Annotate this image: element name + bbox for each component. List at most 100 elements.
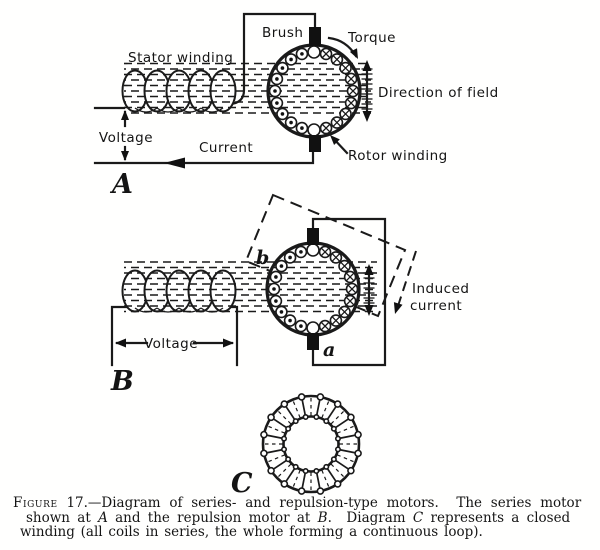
ring-inner-dot: [302, 467, 309, 474]
induced-current-label-line2: current: [410, 298, 462, 314]
ring-outer-dot: [260, 449, 268, 458]
caption-ref-c: C: [412, 509, 424, 526]
terminal-a-label: a: [323, 339, 335, 361]
caption-line-2: shown at A and the repulsion motor at B.…: [26, 509, 571, 526]
current-out-dot: [299, 250, 303, 254]
ring-inner-dot: [330, 456, 337, 463]
shifted-brush-axis-dashed-frame: [244, 193, 407, 318]
stator-coil-a: [121, 69, 237, 113]
ring-dashed-spoke: [267, 454, 285, 463]
ring-outer-dot: [267, 413, 275, 422]
supply-left-lead: [110, 305, 128, 367]
current-out-dot: [288, 318, 292, 323]
coil-link: [178, 107, 202, 113]
current-in-cross: [340, 307, 349, 316]
current-out-dot: [275, 101, 279, 105]
arrowhead: [362, 60, 372, 71]
diagram-letter-a: A: [109, 169, 133, 200]
ring-inner-dot: [334, 446, 341, 453]
ring-dashed-spoke: [321, 400, 330, 418]
ring-dashed-spoke: [292, 470, 301, 488]
ring-dashed-spoke: [267, 425, 285, 434]
voltage-label-a: Voltage: [99, 130, 153, 146]
current-out-dot: [273, 89, 277, 93]
arrows-a: [121, 36, 358, 169]
ring-outer-dot: [354, 449, 362, 458]
ring-inner-dot: [292, 463, 299, 470]
caption-ref-a: A: [98, 509, 108, 526]
ring-dashed-spoke: [277, 410, 292, 425]
current-in-cross: [340, 262, 349, 271]
ring-inner-dot: [292, 418, 299, 425]
coil-link: [134, 107, 158, 113]
current-out-dot: [289, 57, 293, 62]
ring-outer-dot: [267, 466, 275, 475]
current-out-dot: [279, 310, 284, 314]
brush-contact-circle: [306, 321, 320, 335]
current-out-dot: [280, 112, 285, 116]
current-in-cross: [347, 98, 356, 108]
current-in-cross: [332, 118, 341, 127]
current-in-cross: [347, 74, 356, 84]
diagram-letter-b: B: [110, 366, 134, 397]
ring-outer-dot: [280, 480, 289, 488]
ring-inner-dot: [281, 435, 288, 442]
rotor-winding-circles-b: [267, 243, 359, 335]
ring-outer-dot: [316, 393, 325, 401]
diagram-letter-c: C: [231, 468, 253, 497]
ring-dashed-spoke: [330, 463, 345, 478]
ring-outer-dot: [333, 400, 342, 408]
current-out-dot: [280, 66, 285, 70]
current-out-dot: [288, 255, 292, 260]
ring-inner-dot: [323, 463, 330, 470]
diagram-b: b a Voltage Induced current B: [110, 193, 469, 397]
top-brush: [309, 27, 321, 46]
arrowhead: [115, 338, 126, 348]
ring-inner-dot: [313, 467, 320, 474]
arrowhead: [364, 305, 374, 316]
ring-inner-dot: [323, 418, 330, 425]
current-out-dot: [279, 264, 284, 268]
current-out-dot: [299, 324, 303, 328]
current-out-dot: [272, 287, 276, 291]
brush-short-circuit-loop: [311, 217, 387, 367]
arrowhead: [393, 302, 403, 314]
ring-inner-dot: [281, 446, 288, 453]
ring-inner-dot: [302, 414, 309, 421]
current-in-cross: [320, 247, 330, 256]
figure-caption: Figure 17.—Diagram of series- and repuls…: [13, 496, 595, 540]
coil-link: [200, 107, 224, 113]
caption-line-1: Figure 17.—Diagram of series- and repuls…: [13, 495, 582, 511]
current-in-cross: [346, 296, 355, 306]
brushes-a: [309, 27, 321, 152]
current-label: Current: [199, 140, 253, 156]
ring-inner-dot: [334, 435, 341, 442]
closed-ring-winding: [260, 393, 362, 495]
bottom-brush: [309, 135, 321, 152]
brush-contact-circle: [307, 123, 321, 137]
ring-outer-dot: [280, 400, 289, 408]
arrowhead: [364, 264, 374, 275]
stator-winding-label: Stator winding: [128, 50, 233, 66]
ring-dashed-spoke: [337, 425, 355, 434]
current-in-cross: [331, 253, 340, 262]
current-out-dot: [300, 52, 304, 56]
arrowhead: [349, 48, 358, 59]
induced-current-arrow: [397, 250, 417, 307]
ring-dashed-spoke: [330, 410, 345, 425]
arrowhead: [121, 110, 129, 120]
current-out-dot: [274, 299, 278, 303]
current-in-cross: [321, 124, 331, 133]
ring-inner: [282, 415, 340, 473]
brush-label: Brush: [262, 25, 303, 41]
ring-outer-dot: [347, 413, 355, 422]
arrowhead: [223, 338, 234, 348]
supply-right-lead: [220, 305, 239, 367]
diagram-a: Stator winding Brush Torque Direction of…: [93, 12, 498, 200]
rotor-winding-circles-a: [268, 45, 360, 137]
current-out-dot: [289, 120, 293, 125]
coil-link: [156, 107, 180, 113]
ring-outer-dot: [297, 487, 306, 495]
brushes-b: [307, 228, 319, 350]
